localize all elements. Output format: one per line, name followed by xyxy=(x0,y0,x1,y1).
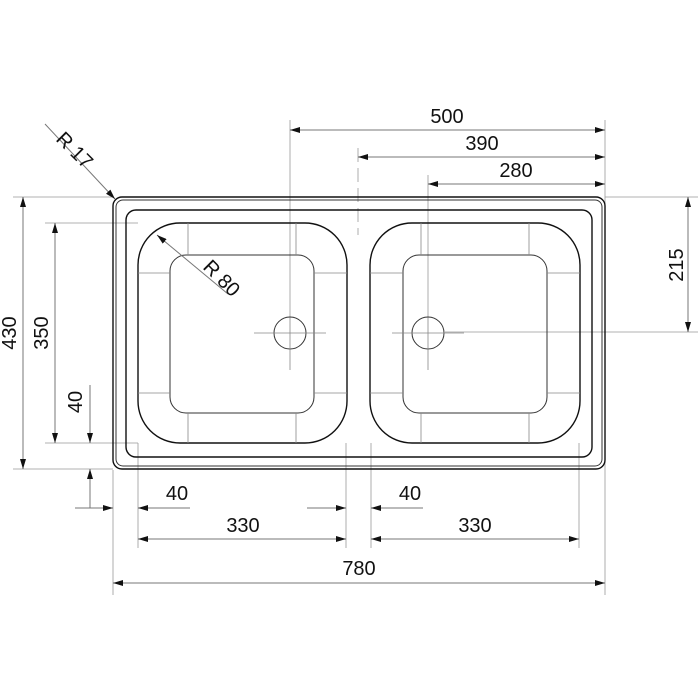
dim-40-left: 40 xyxy=(166,483,188,505)
dim-330-left: 330 xyxy=(226,515,259,537)
dim-780: 780 xyxy=(342,558,375,580)
dim-330-right: 330 xyxy=(458,515,491,537)
dimension-labels: 500 390 280 215 430 350 40 40 40 330 330… xyxy=(0,106,688,580)
dim-350: 350 xyxy=(31,316,53,349)
dim-40-gap: 40 xyxy=(399,483,421,505)
dim-390: 390 xyxy=(465,133,498,155)
radius-80-label: R 80 xyxy=(198,256,243,301)
dim-280: 280 xyxy=(499,160,532,182)
bowl-left xyxy=(137,222,348,444)
dim-430: 430 xyxy=(0,316,21,349)
radius-17-label: R 17 xyxy=(51,128,96,173)
dim-215: 215 xyxy=(666,248,688,281)
bowl-right xyxy=(369,222,581,444)
dim-40-bottom: 40 xyxy=(65,391,87,413)
dimension-lines xyxy=(20,123,691,586)
sink-body xyxy=(112,196,606,470)
dim-500: 500 xyxy=(430,106,463,128)
